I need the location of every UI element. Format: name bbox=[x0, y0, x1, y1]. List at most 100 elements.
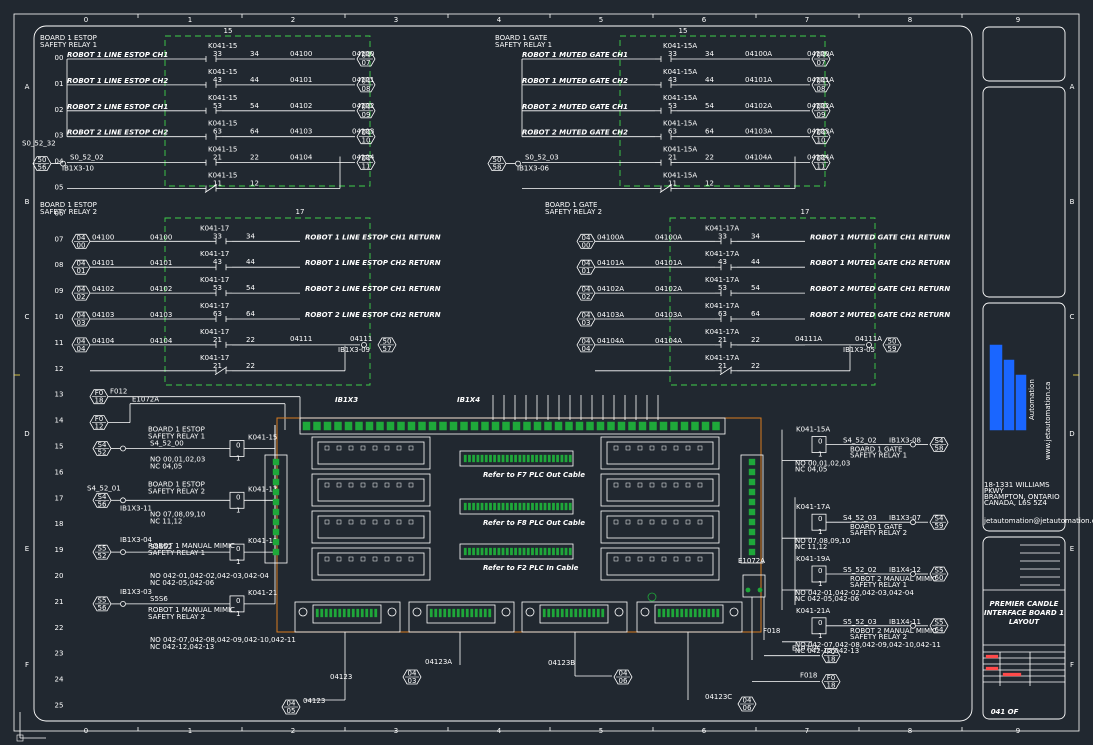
block-header: SAFETY RELAY 1 bbox=[495, 41, 552, 49]
wire-number: 04123B bbox=[548, 659, 575, 667]
contact-list: NC 11,12 bbox=[150, 517, 182, 525]
side-terminal-block bbox=[740, 454, 764, 564]
pin-number: 44 bbox=[705, 76, 714, 84]
logo-wordmark: Automation bbox=[1028, 379, 1036, 420]
contact-list: NC 042-05,042-06 bbox=[150, 579, 215, 587]
pin-number: 1 bbox=[236, 558, 240, 566]
contact-tag: K041-17 bbox=[200, 354, 229, 362]
socket-pin bbox=[336, 556, 342, 562]
reference-tag-number: 05 bbox=[287, 707, 296, 715]
wire-number: 04111 bbox=[350, 335, 372, 343]
socket-pin bbox=[637, 445, 643, 451]
row-letter: D bbox=[24, 430, 29, 438]
reference-tag: 0410 bbox=[811, 129, 831, 145]
rung-label: ROBOT 1 LINE ESTOP CH1 RETURN bbox=[305, 233, 441, 241]
mount-hole bbox=[501, 607, 511, 617]
reference-tag-outline bbox=[821, 674, 841, 689]
wire-number: 04104 bbox=[352, 154, 375, 162]
pin-number: 54 bbox=[250, 102, 259, 110]
wire-number: 04100 bbox=[290, 50, 312, 58]
connector-pin bbox=[569, 608, 573, 618]
terminal bbox=[680, 421, 689, 431]
relay-description: SAFETY RELAY 1 bbox=[148, 433, 205, 441]
drawing-frame bbox=[33, 25, 973, 722]
wire-number: 04100A bbox=[745, 50, 772, 58]
relay-socket bbox=[600, 473, 720, 507]
relay-description: SAFETY RELAY 2 bbox=[850, 633, 907, 641]
block-header: SAFETY RELAY 2 bbox=[40, 208, 97, 216]
socket-pin bbox=[348, 482, 354, 488]
pin-number: 0 bbox=[236, 442, 240, 450]
reference-tag-outline bbox=[377, 337, 397, 353]
relay-description: BOARD 1 GATE bbox=[850, 523, 902, 531]
reference-tag-outline bbox=[356, 103, 376, 119]
socket-pin bbox=[613, 519, 619, 525]
terminal bbox=[533, 421, 542, 431]
reference-tag-number: 57 bbox=[383, 345, 392, 353]
wire-number: 04104A bbox=[807, 154, 834, 162]
socket-pin bbox=[348, 556, 354, 562]
wire-number: 04111A bbox=[795, 335, 822, 343]
socket-pin bbox=[408, 519, 414, 525]
rung-number: 22 bbox=[55, 624, 64, 632]
connector-pin bbox=[474, 608, 478, 618]
pin-number: 44 bbox=[246, 258, 255, 266]
reference-tag-number: F0 bbox=[95, 389, 103, 397]
reference-tag-number: 04 bbox=[362, 103, 371, 111]
terminal-circle bbox=[120, 497, 126, 504]
column-number: 6 bbox=[702, 16, 707, 24]
wire-number: 04101 bbox=[92, 259, 114, 267]
title-cell bbox=[982, 26, 1066, 82]
row-letter: D bbox=[1069, 430, 1074, 438]
pin-number: 22 bbox=[751, 362, 760, 370]
connector-pin bbox=[347, 608, 351, 618]
reference-tag-outline bbox=[356, 51, 376, 67]
wire-number: 04111A bbox=[855, 335, 882, 343]
mount-hole bbox=[614, 607, 624, 617]
socket-pin bbox=[360, 556, 366, 562]
socket-pin bbox=[360, 482, 366, 488]
socket-pin bbox=[360, 445, 366, 451]
contact-tag: K041-15 bbox=[208, 120, 237, 128]
contact-tag: K041-15 bbox=[208, 146, 237, 154]
reference-tag-outline bbox=[929, 437, 949, 452]
connector-pin bbox=[552, 502, 555, 511]
connector-pin bbox=[601, 608, 605, 618]
column-number: 5 bbox=[599, 727, 603, 735]
contact-tag: K041-17A bbox=[705, 224, 739, 232]
reference-tag-number: S5 bbox=[98, 545, 107, 553]
terminal bbox=[272, 498, 280, 506]
wire-number: 04102 bbox=[290, 102, 312, 110]
connector-pin bbox=[505, 454, 509, 463]
block-header: BOARD 1 ESTOP bbox=[40, 201, 97, 209]
sheet-border bbox=[13, 13, 1080, 732]
column-number: 4 bbox=[497, 727, 502, 735]
rung-number: 10 bbox=[55, 313, 64, 321]
pin-number: 43 bbox=[718, 258, 727, 266]
terminal-circle bbox=[361, 341, 367, 348]
relay-dashed-box bbox=[164, 217, 371, 386]
wire-number: 04104A bbox=[655, 337, 682, 345]
wire-number: 04103A bbox=[807, 128, 834, 136]
reference-tag-number: S5 bbox=[935, 618, 944, 626]
reference-tag-number: F0 bbox=[95, 415, 103, 423]
pin-number: 21 bbox=[213, 154, 222, 162]
connector-pin bbox=[556, 547, 560, 556]
contact-list: NC 04,05 bbox=[150, 463, 182, 471]
socket-pin bbox=[408, 556, 414, 562]
wire-number: S5S6 bbox=[150, 595, 168, 603]
ucs-origin bbox=[16, 734, 24, 742]
terminal bbox=[638, 421, 647, 431]
contact-list: NO 042-01,042-02,042-03,042-04 bbox=[795, 589, 914, 597]
reference-tag: 0411 bbox=[811, 155, 831, 171]
connector-pin bbox=[542, 608, 546, 618]
connector-pin bbox=[543, 454, 547, 463]
terminal bbox=[691, 421, 699, 431]
column-number: 8 bbox=[908, 16, 912, 24]
